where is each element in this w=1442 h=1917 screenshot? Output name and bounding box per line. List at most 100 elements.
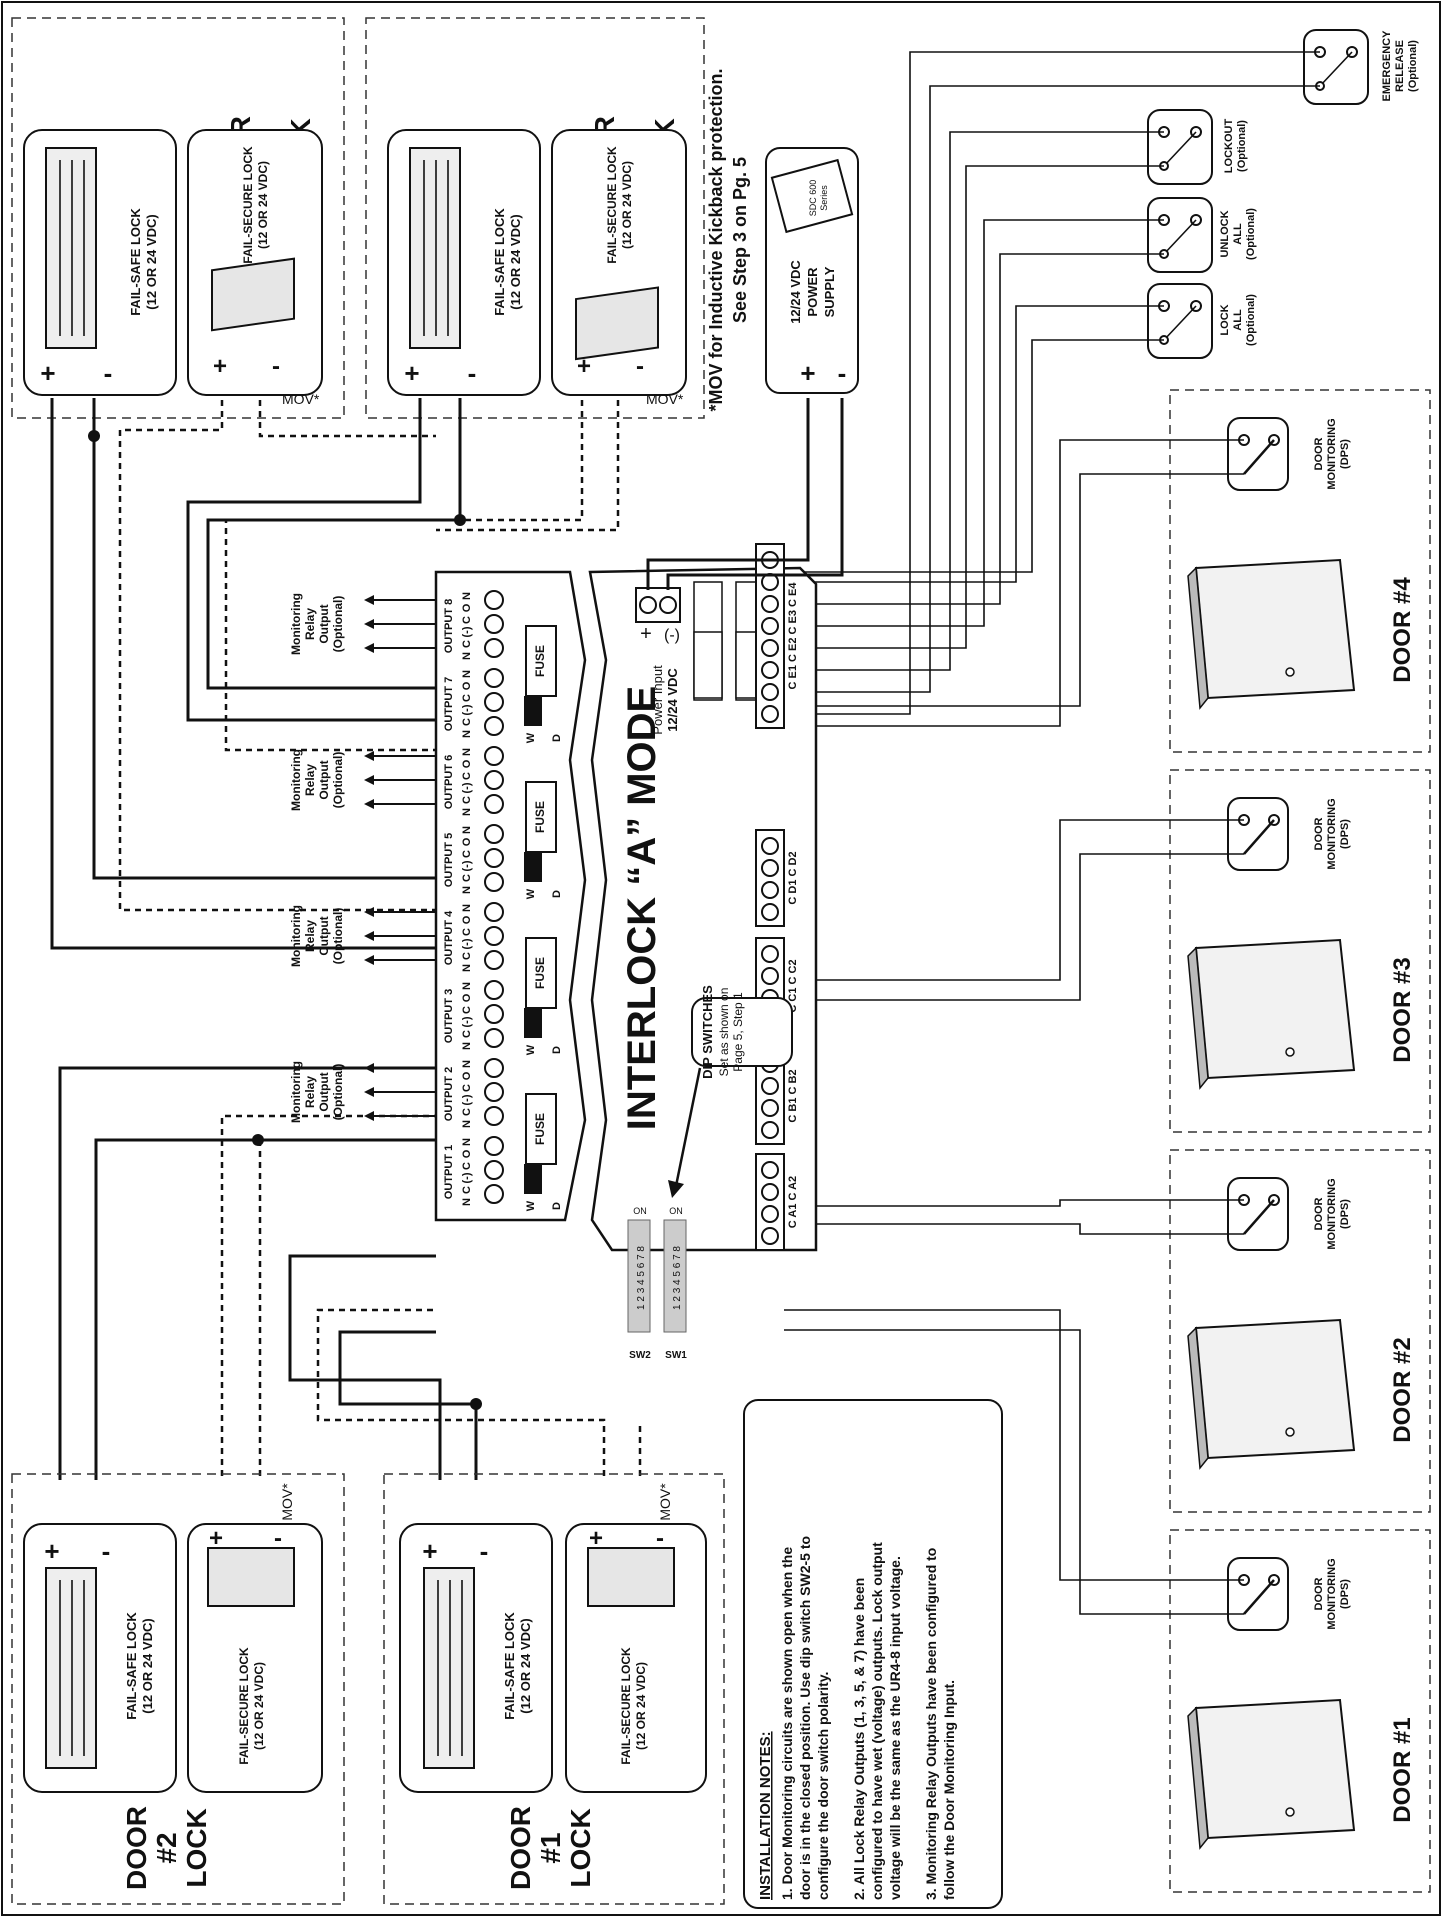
notes-line-2: configure the door switch polarity. [815, 1672, 831, 1900]
emergency-release-switch: EMERGENCY RELEASE (Optional) [1303, 29, 1419, 105]
output-4-pin-0-wrap: N [461, 904, 473, 912]
badge-line1: SDC 600 [808, 180, 818, 217]
output-2-pin-2: C [461, 1084, 473, 1092]
e-terminal-1 [761, 683, 779, 701]
door-4-strike-icon [575, 286, 659, 361]
jumper-w-3: W [525, 1044, 537, 1055]
door-4-dps-switch [1227, 417, 1289, 491]
door-2-plate [1194, 1318, 1356, 1460]
output-label-4-wrap: OUTPUT 4 [443, 910, 455, 965]
door-1-dps-line-2: (DPS) [1339, 1579, 1351, 1609]
lock-all-switch: LOCK ALL (Optional) [1147, 283, 1257, 359]
notes-text: INSTALLATION NOTES: 1. Door Monitoring c… [757, 1536, 957, 1900]
output-1-terminal-2 [484, 1184, 504, 1204]
door-2-dps-line-1: MONITORING [1326, 1178, 1338, 1249]
power-input-voltage: 12/24 VDC [665, 668, 680, 732]
mov-note-line1: *MOV for Inductive Kickback protection. [706, 68, 726, 411]
door-3-dps-line-1: MONITORING [1326, 798, 1338, 869]
door-3-strike-icon [211, 257, 295, 332]
output-5-terminal-2 [484, 872, 504, 892]
output-2-terminal-0 [484, 1058, 504, 1078]
notes-line-8: 3. Monitoring Relay Outputs have been co… [923, 1548, 939, 1900]
relay-out-2-arrow-1 [364, 1087, 374, 1097]
unlock-line3: (Optional) [1245, 208, 1257, 260]
output-4-pin-4: C [461, 952, 473, 960]
output-6-pin-0: N [461, 748, 473, 756]
output-8-pin-0: N [461, 592, 473, 600]
door-3-fail-safe-label: FAIL-SAFE LOCK [128, 208, 143, 316]
output-2-pin-4: C [461, 1108, 473, 1116]
door-4-label: DOOR #4 [1389, 577, 1416, 683]
lockout-switch: LOCKOUT (Optional) [1147, 109, 1248, 185]
door-2-label: DOOR #2 [1389, 1337, 1416, 1442]
output-7-pin-5-wrap: N [461, 730, 473, 738]
output-label-4: OUTPUT 4 [443, 910, 455, 965]
output-label-5-wrap: OUTPUT 5 [443, 833, 455, 887]
door-3-fs-plus: + [40, 358, 55, 388]
output-6-pin-0-wrap: N [461, 748, 473, 756]
door-3-plate-edge [1187, 946, 1209, 1090]
output-2-pin-5: N [461, 1120, 473, 1128]
door-4-dps-line-2: (DPS) [1339, 439, 1351, 469]
output-8-pin-2-wrap: C [461, 616, 473, 624]
d-terminal-2 [761, 859, 779, 877]
a-pins-label-wrap: C A1 C A2 [787, 1176, 799, 1228]
e-terminal-4 [761, 617, 779, 635]
output-1-pin-3: (-) [461, 1172, 473, 1183]
door-1-dps-wire-2 [784, 1329, 1244, 1615]
door-2-fs-plus: + [44, 1536, 59, 1566]
door-3-plate-hole [1285, 1047, 1295, 1057]
notes-line-9: follow the Door Monitoring Input. [941, 1680, 957, 1900]
door-2-label-wrap: DOOR #2 [1389, 1337, 1416, 1442]
output-6-pin-2-wrap: C [461, 772, 473, 780]
output-7-pin-1-wrap: O [461, 681, 473, 690]
door-1-fs-minus: - [480, 1536, 489, 1566]
door-1-fail-safe-voltage: (12 OR 24 VDC) [518, 1618, 533, 1713]
door-1-dashed-area [383, 1473, 725, 1905]
output-7-pin-3: (-) [461, 704, 473, 715]
output-3-pin-1: O [461, 993, 473, 1002]
door-2-title-line3: LOCK [181, 1808, 212, 1887]
door-3-dps-line-0: DOOR [1313, 817, 1325, 850]
output-1-pin-1-wrap: O [461, 1149, 473, 1158]
output-6-pin-1-wrap: O [461, 759, 473, 768]
jumper-w-3-wrap: W [525, 1044, 537, 1055]
e-terminal-5 [761, 595, 779, 613]
output-6-terminal-1 [484, 770, 504, 790]
output-2-pin-1: O [461, 1071, 473, 1080]
sw1-on: ON [669, 1206, 683, 1216]
door-1-label: DOOR #1 [1389, 1717, 1416, 1822]
door-4-dps-wire-1 [784, 439, 1244, 727]
relay-out-8-arrow-1 [364, 619, 374, 629]
output-2-pin-1-wrap: O [461, 1071, 473, 1080]
sw1-dip: 1 2 3 4 5 6 7 8 SW1 [663, 1219, 687, 1361]
door-2-fail-safe-voltage: (12 OR 24 VDC) [140, 1618, 155, 1713]
door-3-maglock-icon [45, 147, 97, 349]
output-1-pin-5: N [461, 1198, 473, 1206]
output-6-pin-2: C [461, 772, 473, 780]
door-3-label-wrap: DOOR #3 [1389, 957, 1416, 1062]
a-terminal-3 [761, 1161, 779, 1179]
monitor-relay-6-line-1: Relay [303, 764, 317, 796]
sw2-numbers: 1 2 3 4 5 6 7 8 [636, 1246, 647, 1310]
jumper-d-5-wrap: D [551, 890, 563, 898]
input-terminals: C E1 C E2 C E3 C E4C D1 C D2C C1 C C2C B… [755, 543, 799, 1251]
output-7-pin-4: C [461, 718, 473, 726]
door-2-dps-lever [1243, 1199, 1275, 1235]
output-6-terminal-2 [484, 794, 504, 814]
output-label-1: OUTPUT 1 [443, 1145, 455, 1199]
jumper-w-7-wrap: W [525, 732, 537, 743]
notes-line-5: configured to have wet (voltage) outputs… [869, 1542, 885, 1900]
output-2-pin-0: N [461, 1060, 473, 1068]
output-8-pin-0-wrap: N [461, 592, 473, 600]
door-3-fail-safe-voltage: (12 OR 24 VDC) [144, 214, 159, 309]
fuse-label-7-wrap: FUSE [533, 645, 547, 677]
output-3-pin-2-wrap: C [461, 1006, 473, 1014]
door-1-fs-plus: + [422, 1536, 437, 1566]
door-4-mov-label: MOV* [646, 391, 684, 407]
